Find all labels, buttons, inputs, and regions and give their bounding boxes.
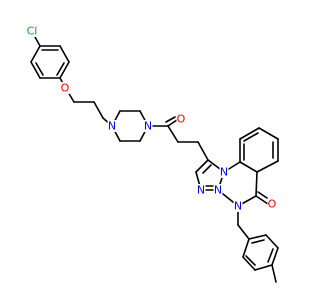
bond xyxy=(239,127,260,140)
bond xyxy=(251,239,265,244)
bond xyxy=(242,238,250,258)
bond xyxy=(34,36,41,47)
atom-label-bg xyxy=(196,184,206,196)
bond xyxy=(165,116,176,123)
atom-label-bg xyxy=(267,198,277,210)
atom-label-bg xyxy=(233,200,243,212)
atom-label-amide-oxygen: O xyxy=(177,113,186,126)
bond xyxy=(30,61,41,79)
atom-label-bg xyxy=(219,166,229,178)
bond xyxy=(197,141,209,161)
bond xyxy=(30,45,41,63)
atom-label-carbonyl-oxygen: O xyxy=(268,198,277,211)
bond xyxy=(255,195,269,205)
atom-label-triazole-n-fused: N xyxy=(220,166,228,179)
bond xyxy=(195,159,209,173)
atom-label-bg xyxy=(143,120,153,132)
atom-label-triazole-n-a: N xyxy=(214,184,222,197)
bond xyxy=(35,62,44,76)
bond xyxy=(237,224,250,240)
bond xyxy=(93,101,104,119)
atom-label-quinazoline-n4: N xyxy=(234,200,242,213)
bond xyxy=(258,127,279,140)
bond xyxy=(255,171,258,197)
atom-label-chlorine: Cl xyxy=(27,25,38,38)
bond xyxy=(167,119,178,127)
bond xyxy=(265,234,279,249)
atom-label-bg xyxy=(107,120,117,132)
bond xyxy=(202,164,212,174)
bond xyxy=(271,264,277,283)
bond xyxy=(245,255,256,266)
bond xyxy=(167,125,179,143)
bond-lines xyxy=(30,36,279,283)
atom-label-bg xyxy=(25,25,39,37)
bond xyxy=(267,248,274,263)
bond xyxy=(59,45,70,63)
bond xyxy=(271,247,279,266)
atom-label-piperazine-n1: N xyxy=(108,120,116,133)
bond xyxy=(242,256,256,271)
atom-label-bg xyxy=(60,82,70,94)
bond xyxy=(243,132,259,142)
atom-label-ether-oxygen: O xyxy=(61,82,70,95)
atom-label-triazole-n-b: N xyxy=(197,184,205,197)
bond xyxy=(56,62,65,76)
bond xyxy=(239,161,258,173)
atom-label-piperazine-n2: N xyxy=(144,120,152,133)
bond xyxy=(254,264,273,271)
bond xyxy=(59,61,70,79)
bond xyxy=(256,160,279,173)
atom-label-bg xyxy=(176,113,186,125)
atom-label-bg xyxy=(213,184,223,196)
bond xyxy=(248,234,267,240)
